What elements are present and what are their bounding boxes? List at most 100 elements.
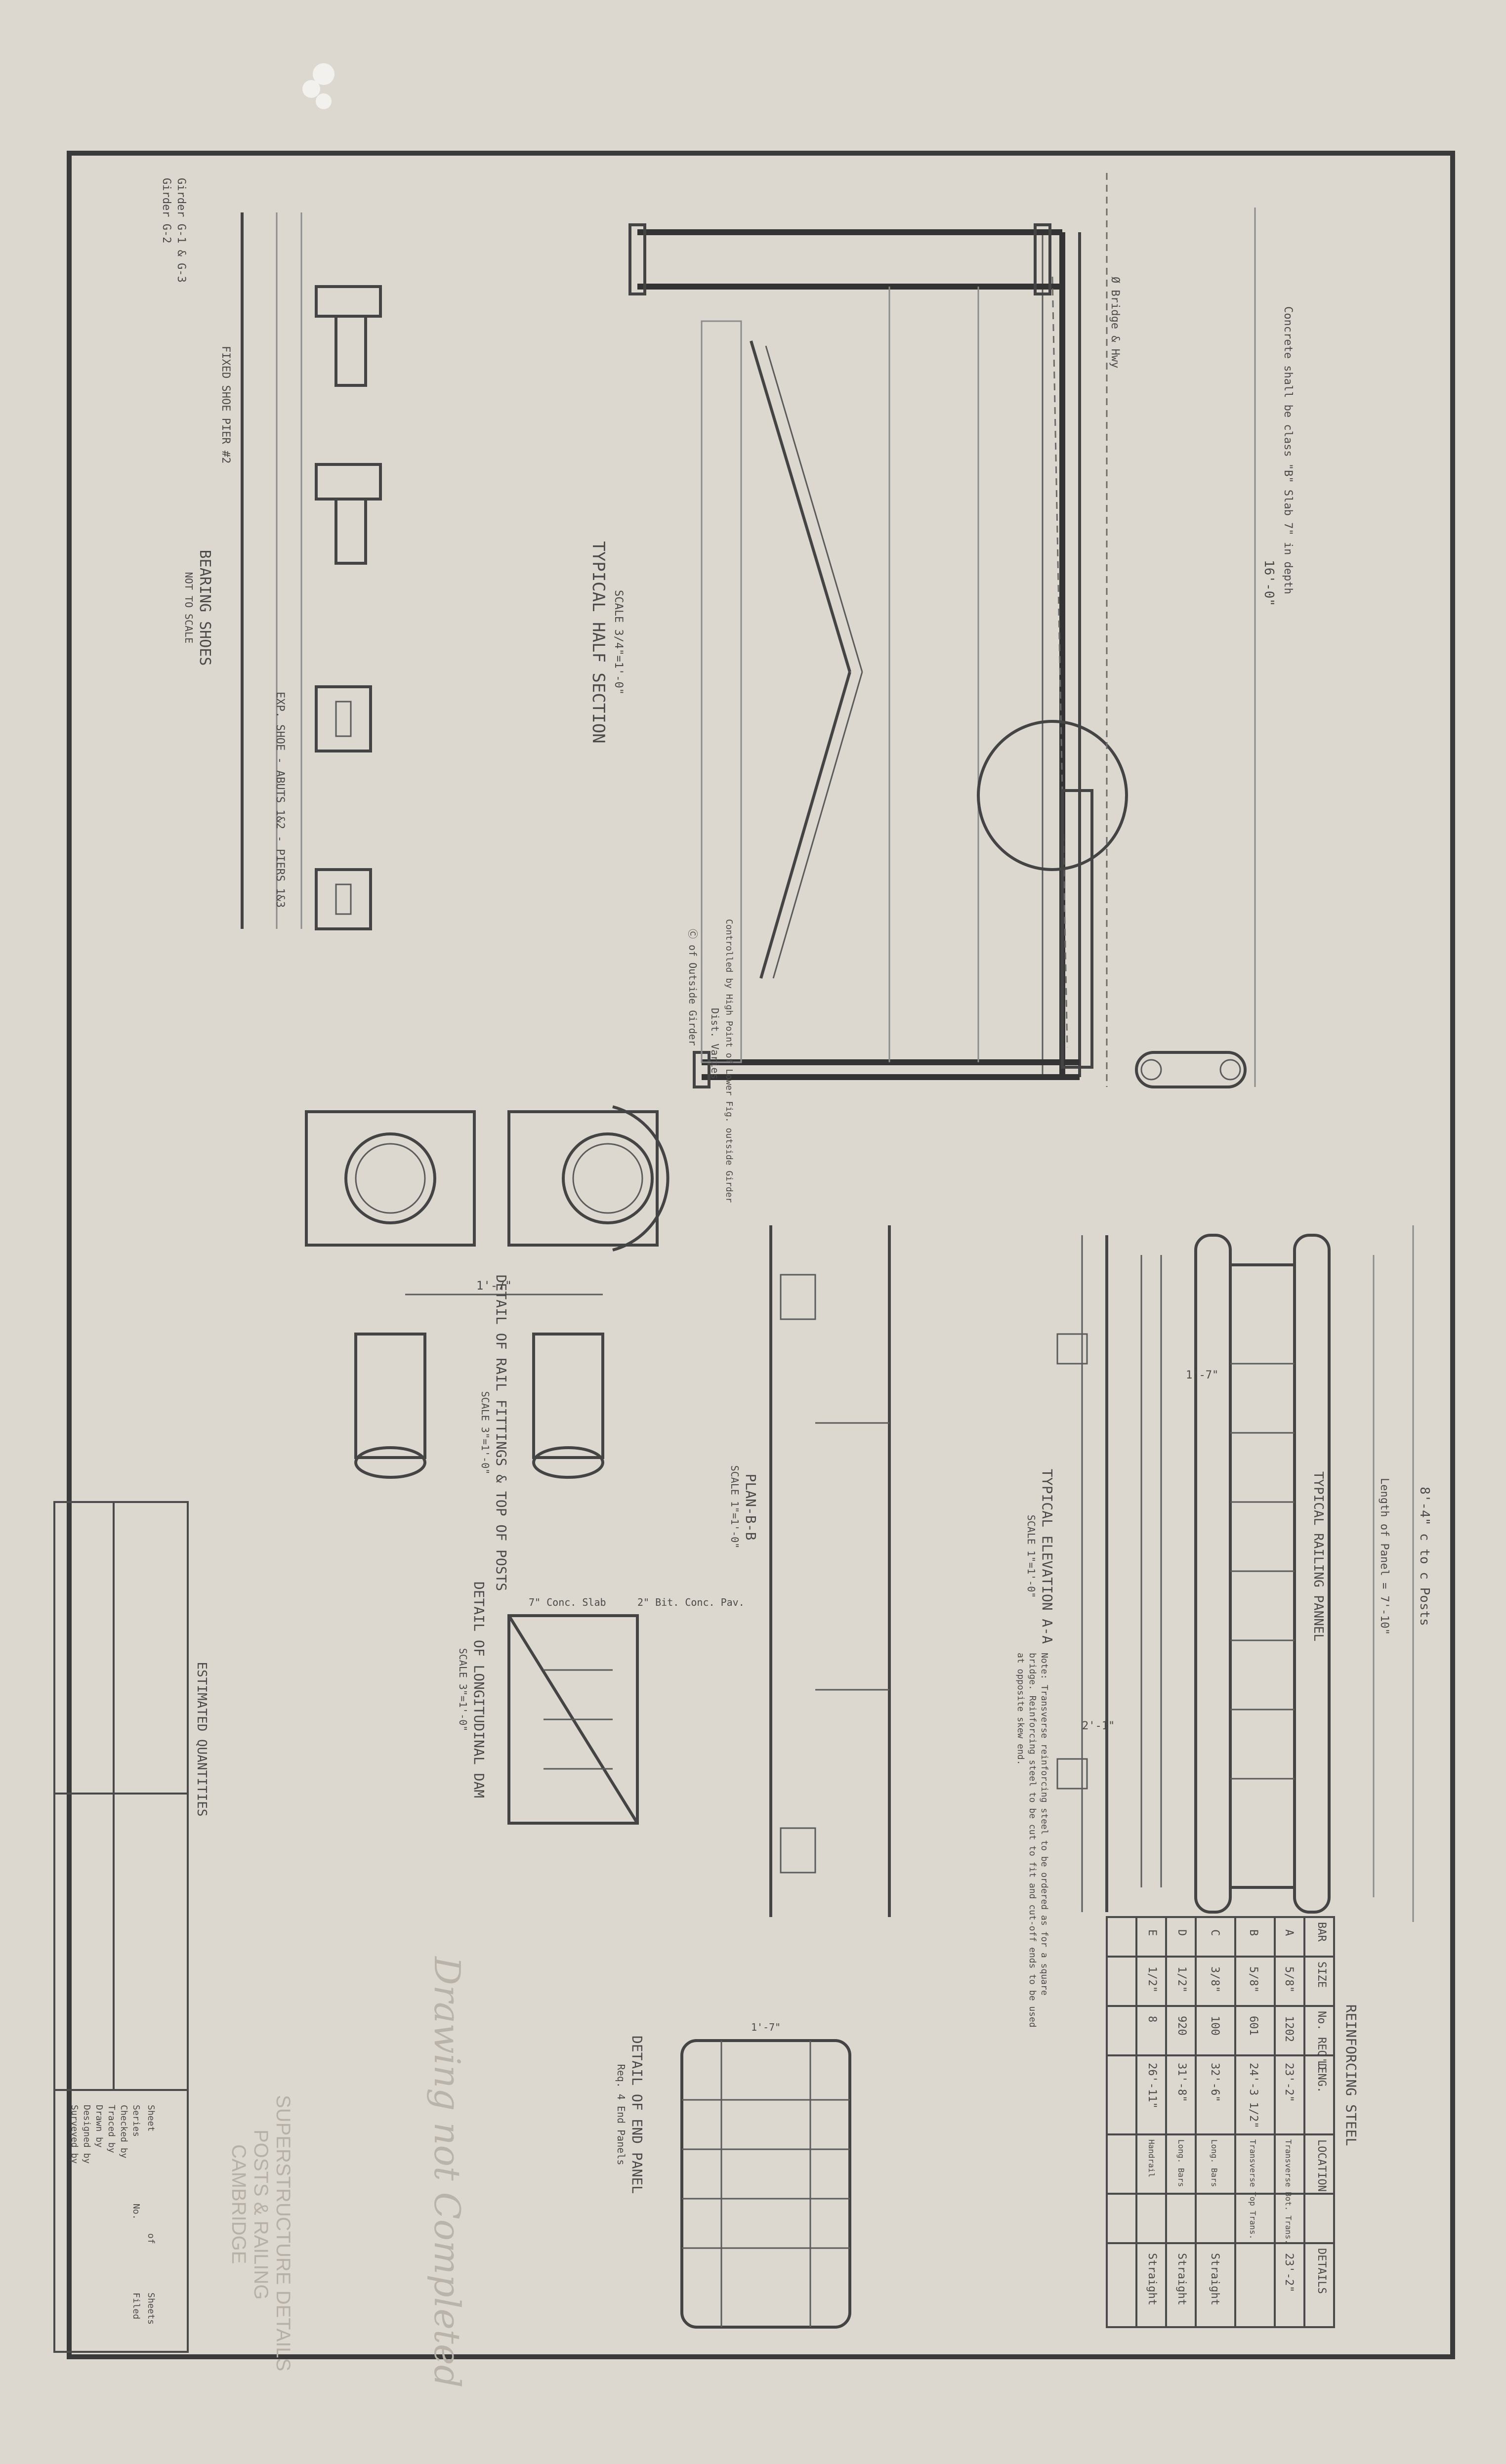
row-e-details: Straight [1146, 2253, 1158, 2305]
rail-fittings-detail: DETAIL OF RAIL FITTINGS & TOP OF POSTS S… [305, 1105, 669, 1591]
outside-girder-label: Ⓒ of Outside Girder [687, 929, 699, 1046]
plan-bb-title: PLAN-B-B [743, 1474, 759, 1541]
end-panel-detail: DETAIL OF END PANEL Req. 4 End Panels 1'… [615, 2021, 851, 2329]
railing-panel-title: TYPICAL RAILING PANNEL [1311, 1471, 1326, 1641]
tb-sheet: Sheet [146, 2105, 156, 2131]
row-b-bar: B [1247, 1929, 1259, 1936]
reinforcing-steel-title: REINFORCING STEEL [1343, 2005, 1359, 2146]
girder-label-1: Girder G-1 & G-3 [175, 178, 187, 283]
row-a-location: Transverse Bot. Trans. [1284, 2139, 1293, 2244]
tb-filed: Filed [131, 2293, 141, 2319]
tb-title-3: CAMBRIDGE [228, 2144, 250, 2264]
row-e-bar: E [1146, 1929, 1158, 1936]
longitudinal-dam-scale: SCALE 3"=1'-0" [457, 1648, 469, 1732]
end-panel-dim: 1'-7" [751, 2021, 781, 2033]
dist-varies-label: Dist. Varies [709, 1008, 721, 1080]
rail-fittings-dim: 1'-7" [476, 1279, 512, 1293]
row-b-location: Transverse Top Trans. [1248, 2139, 1257, 2239]
row-d-size: 1/2" [1175, 1966, 1188, 1993]
punch-hole [316, 93, 332, 109]
row-a-leng: 23'-2" [1283, 2063, 1295, 2102]
row-b-req: 601 [1247, 2016, 1259, 2036]
rail-fittings-scale: SCALE 3"=1'-0" [479, 1391, 491, 1475]
punch-hole [302, 80, 320, 98]
half-section-title: TYPICAL HALF SECTION [588, 541, 608, 743]
longitudinal-dam-title: DETAIL OF LONGITUDINAL DAM [471, 1582, 487, 1798]
row-c-details: Straight [1209, 2253, 1221, 2305]
drawing-border [67, 151, 1455, 2359]
row-d-req: 920 [1175, 2016, 1188, 2036]
reinforcing-note: Note: Transverse reinforcing steel to be… [1015, 1653, 1049, 2028]
end-panel-note: Req. 4 End Panels [615, 2064, 627, 2166]
row-d-leng: 31'-8" [1175, 2063, 1188, 2102]
bearing-shoes-title: BEARING SHOES [196, 550, 213, 666]
tb-designed: Designed by [82, 2105, 92, 2164]
railing-dim-b: 2'-1" [1082, 1720, 1115, 1732]
estimated-quantities-label: ESTIMATED QUANTITIES [194, 1662, 209, 1816]
bridge-centerline-label: Ø Bridge & Hwy [1109, 277, 1121, 368]
tb-checked: Checked by [119, 2105, 129, 2159]
header-details: DETAILS [1315, 2248, 1328, 2294]
punch-hole [313, 63, 335, 85]
railing-dim-a: 1'-7" [1186, 1369, 1218, 1381]
row-a-size: 5/8" [1283, 1966, 1295, 1993]
row-c-bar: C [1209, 1929, 1221, 1936]
half-section-note: Concrete shall be class "B" Slab 7" in d… [1282, 306, 1294, 594]
tb-traced: Traced by [106, 2105, 117, 2153]
dist-varies-note: Controlled by High Point of Lower Fig. o… [724, 919, 734, 1203]
pencil-note: Drawing not Completed [426, 1956, 468, 2388]
dam-pav-label: 2" Bit. Conc. Pav. [637, 1596, 745, 1608]
row-e-leng: 26'-11" [1146, 2063, 1158, 2109]
row-a-details: 23'-2" [1283, 2253, 1295, 2292]
tb-title-2: POSTS & RAILING [250, 2130, 272, 2300]
row-a-req: 1202 [1283, 2016, 1295, 2042]
tb-surveyed: Surveyed by [69, 2105, 80, 2164]
posts-spacing: 8'-4" c to c Posts [1417, 1487, 1432, 1626]
reinforcing-steel-table: REINFORCING STEEL BAR SIZE No. REQ'D LEN… [1106, 1916, 1359, 2328]
rail-fittings-title: DETAIL OF RAIL FITTINGS & TOP OF POSTS [493, 1275, 509, 1591]
row-c-req: 100 [1209, 2016, 1221, 2036]
bearing-shoes: BEARING SHOES NOT TO SCALE FIXED SHOE PI… [160, 178, 382, 930]
header-location: LOCATION [1315, 2139, 1328, 2192]
elevation-scale: SCALE 1"=1'-0" [1025, 1515, 1037, 1598]
typical-elevation-aa: TYPICAL ELEVATION A-A SCALE 1"=1'-0" [1025, 1235, 1162, 1912]
end-panel-title: DETAIL OF END PANEL [629, 2036, 645, 2194]
row-b-size: 5/8" [1247, 1966, 1259, 1993]
row-d-location: Long. Bars [1176, 2139, 1186, 2187]
row-a-bar: A [1283, 1929, 1295, 1936]
bearing-shoes-subtitle: NOT TO SCALE [183, 572, 195, 644]
tb-sheets: Sheets [146, 2293, 156, 2325]
row-c-leng: 32'-6" [1209, 2063, 1221, 2102]
tb-drawn: Drawn by [94, 2105, 104, 2148]
dam-slab-label: 7" Conc. Slab [529, 1596, 606, 1608]
fixed-shoe-label: FIXED SHOE PIER #2 [219, 346, 232, 463]
half-section-width: 16'-0" [1261, 560, 1276, 606]
longitudinal-dam-detail: DETAIL OF LONGITUDINAL DAM SCALE 3"=1'-0… [457, 1582, 745, 1825]
row-b-leng: 24'-3 1/2" [1247, 2063, 1259, 2128]
typical-half-section: TYPICAL HALF SECTION SCALE 3/4"=1'-0" 16… [588, 173, 1294, 1203]
reinforcing-note-wrap: Note: Transverse reinforcing steel to be… [1015, 1653, 1049, 2028]
row-e-size: 1/2" [1146, 1966, 1158, 1993]
exp-shoe-label: EXP. SHOE - ABUTS 1&2 - PIERS 1&3 [274, 692, 286, 908]
row-d-details: Straight [1175, 2253, 1188, 2305]
plan-bb-scale: SCALE 1"=1'-0" [729, 1465, 741, 1549]
header-leng: LENG. [1315, 2060, 1328, 2093]
girder-label-2: Girder G-2 [160, 178, 172, 243]
elevation-title: TYPICAL ELEVATION A-A [1039, 1469, 1055, 1644]
tb-of: of [146, 2233, 156, 2244]
row-e-location: Handrail [1147, 2139, 1156, 2177]
header-size: SIZE [1315, 1962, 1328, 1988]
typical-railing-panel: 8'-4" c to c Posts Length of Panel = 7'-… [1082, 1225, 1432, 1922]
tb-title-1: SUPERSTRUCTURE DETAILS [272, 2095, 294, 2371]
header-req: No. REQ'D [1315, 2011, 1328, 2070]
plan-bb: PLAN-B-B SCALE 1"=1'-0" [729, 1225, 891, 1917]
row-d-bar: D [1175, 1929, 1188, 1936]
title-block: ESTIMATED QUANTITIES Surveyed by Designe… [53, 1501, 294, 2371]
tb-series: Series [131, 2105, 141, 2137]
tb-no: No. [131, 2204, 141, 2220]
row-c-location: Long. Bars [1210, 2139, 1219, 2187]
panel-length: Length of Panel = 7'-10" [1378, 1478, 1390, 1635]
half-section-scale: SCALE 3/4"=1'-0" [612, 590, 625, 695]
